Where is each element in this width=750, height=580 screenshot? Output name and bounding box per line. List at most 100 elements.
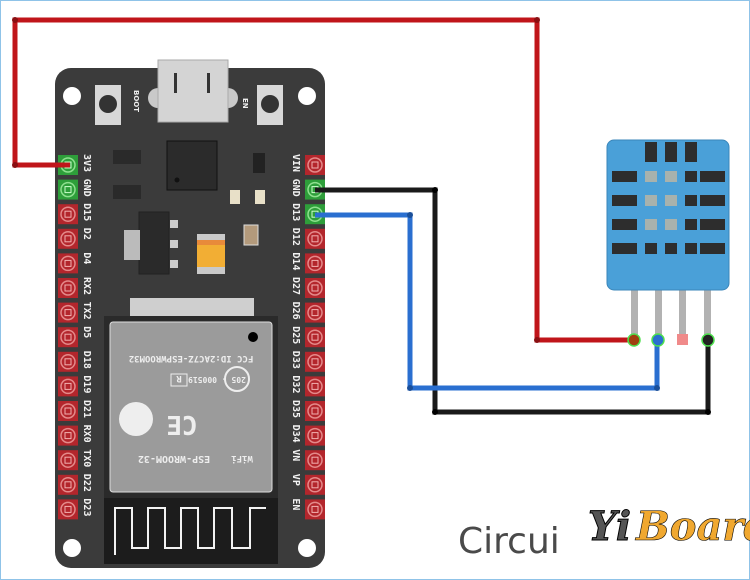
mount-hole — [63, 539, 81, 557]
pin-d18[interactable] — [58, 351, 78, 372]
pin-en[interactable] — [305, 499, 325, 520]
pin-d4[interactable] — [58, 253, 78, 274]
pin-label: D33 — [290, 351, 301, 369]
pin-label: D12 — [290, 228, 301, 246]
grille-slot — [700, 195, 725, 206]
module-header — [130, 298, 254, 316]
pin-tx0[interactable] — [58, 450, 78, 471]
pin-label: D27 — [290, 277, 301, 295]
voltage-regulator — [124, 211, 178, 275]
en-button[interactable] — [257, 85, 283, 125]
mount-hole — [298, 539, 316, 557]
pin-vn[interactable] — [305, 450, 325, 471]
pin-gnd[interactable] — [58, 179, 78, 200]
pin-label: D26 — [290, 302, 301, 320]
ce-mark-icon: CE — [166, 409, 197, 439]
pin-d33[interactable] — [305, 351, 325, 372]
pin-label: RX0 — [81, 425, 92, 443]
pin-d19[interactable] — [58, 376, 78, 397]
grille-slot — [665, 142, 677, 162]
grille-slot — [665, 195, 677, 206]
dht11-sensor — [606, 139, 730, 340]
en-label: EN — [241, 98, 249, 109]
pin-label: D25 — [290, 326, 301, 344]
mount-hole — [298, 87, 316, 105]
pin-d35[interactable] — [305, 401, 325, 421]
boot-button[interactable] — [95, 85, 121, 125]
pin-d32[interactable] — [305, 376, 325, 397]
pin-label: D5 — [81, 326, 92, 338]
grille-slot — [685, 219, 697, 230]
esp32-board: BOOT EN — [55, 59, 325, 568]
pin-d2[interactable] — [58, 228, 78, 249]
mount-hole — [63, 87, 81, 105]
pin-d25[interactable] — [305, 327, 325, 348]
module-fcc-text: FCC ID:2AC7Z-ESPWROOM32 — [129, 353, 254, 363]
module-cert-text: 205 - 000519 — [188, 375, 246, 384]
logo-text-board: Board — [635, 503, 750, 550]
pin-label: D21 — [81, 400, 92, 418]
sensor-pin-nc[interactable] — [677, 334, 688, 345]
antenna — [104, 498, 278, 564]
sensor-pin-vcc[interactable] — [627, 333, 641, 347]
pin-d22[interactable] — [58, 474, 78, 495]
espressif-logo-icon — [119, 402, 153, 436]
logo-text-yi: Yi — [588, 503, 631, 550]
grille-slot — [685, 171, 697, 182]
pin-d21[interactable] — [58, 401, 78, 421]
grille-slot — [612, 195, 637, 206]
grille-slot — [612, 219, 637, 230]
circuiyiboard-logo: Circui Yi Board — [458, 503, 750, 563]
pin-vin[interactable] — [305, 155, 325, 175]
grille-slot — [685, 142, 697, 162]
pin-label: D13 — [290, 203, 301, 221]
pin-d14[interactable] — [305, 253, 325, 274]
pin-d12[interactable] — [305, 228, 325, 249]
wifi-logo: WiFi — [231, 453, 253, 464]
pin-label: D32 — [290, 375, 301, 393]
pin-label: D22 — [81, 474, 92, 492]
pin-label: D15 — [81, 203, 92, 221]
sensor-pin-data[interactable] — [651, 333, 665, 347]
grille-slot — [612, 171, 637, 182]
grille-slot — [612, 243, 637, 254]
pin-d5[interactable] — [58, 327, 78, 348]
pin-label: TX2 — [81, 302, 92, 320]
pin-label: VN — [290, 449, 301, 461]
pin-vp[interactable] — [305, 474, 325, 495]
pin-label: D19 — [81, 375, 92, 393]
pin-rx2[interactable] — [58, 278, 78, 298]
module-model-text: ESP-WROOM-32 — [138, 453, 210, 464]
grille-slot — [645, 171, 657, 182]
grille-slot — [700, 243, 725, 254]
pin-label: GND — [81, 179, 92, 197]
pin-d34[interactable] — [305, 425, 325, 446]
grille-slot — [665, 219, 677, 230]
grille-slot — [685, 195, 697, 206]
wire-3v3[interactable] — [12, 17, 632, 343]
grille-slot — [645, 195, 657, 206]
pin-label: 3V3 — [81, 154, 92, 172]
grille-slot — [700, 171, 725, 182]
sensor-pin-gnd[interactable] — [701, 333, 715, 347]
pin-label: TX0 — [81, 449, 92, 467]
pin-d26[interactable] — [305, 302, 325, 323]
usb-port — [148, 59, 238, 123]
pin-rx0[interactable] — [58, 425, 78, 446]
grille-slot — [665, 243, 677, 254]
pin-label: RX2 — [81, 277, 92, 295]
pin-label: VP — [290, 474, 301, 486]
pin-label: D35 — [290, 400, 301, 418]
pin-label: D4 — [81, 252, 92, 264]
pin-tx2[interactable] — [58, 302, 78, 323]
tantalum-capacitor — [197, 234, 225, 274]
pin-d15[interactable] — [58, 204, 78, 225]
grille-slot — [645, 219, 657, 230]
usb-uart-chip — [166, 140, 218, 191]
pin-d23[interactable] — [58, 499, 78, 520]
ground-symbol-icon — [224, 366, 250, 392]
pin-d27[interactable] — [305, 278, 325, 298]
grille-slot — [645, 243, 657, 254]
